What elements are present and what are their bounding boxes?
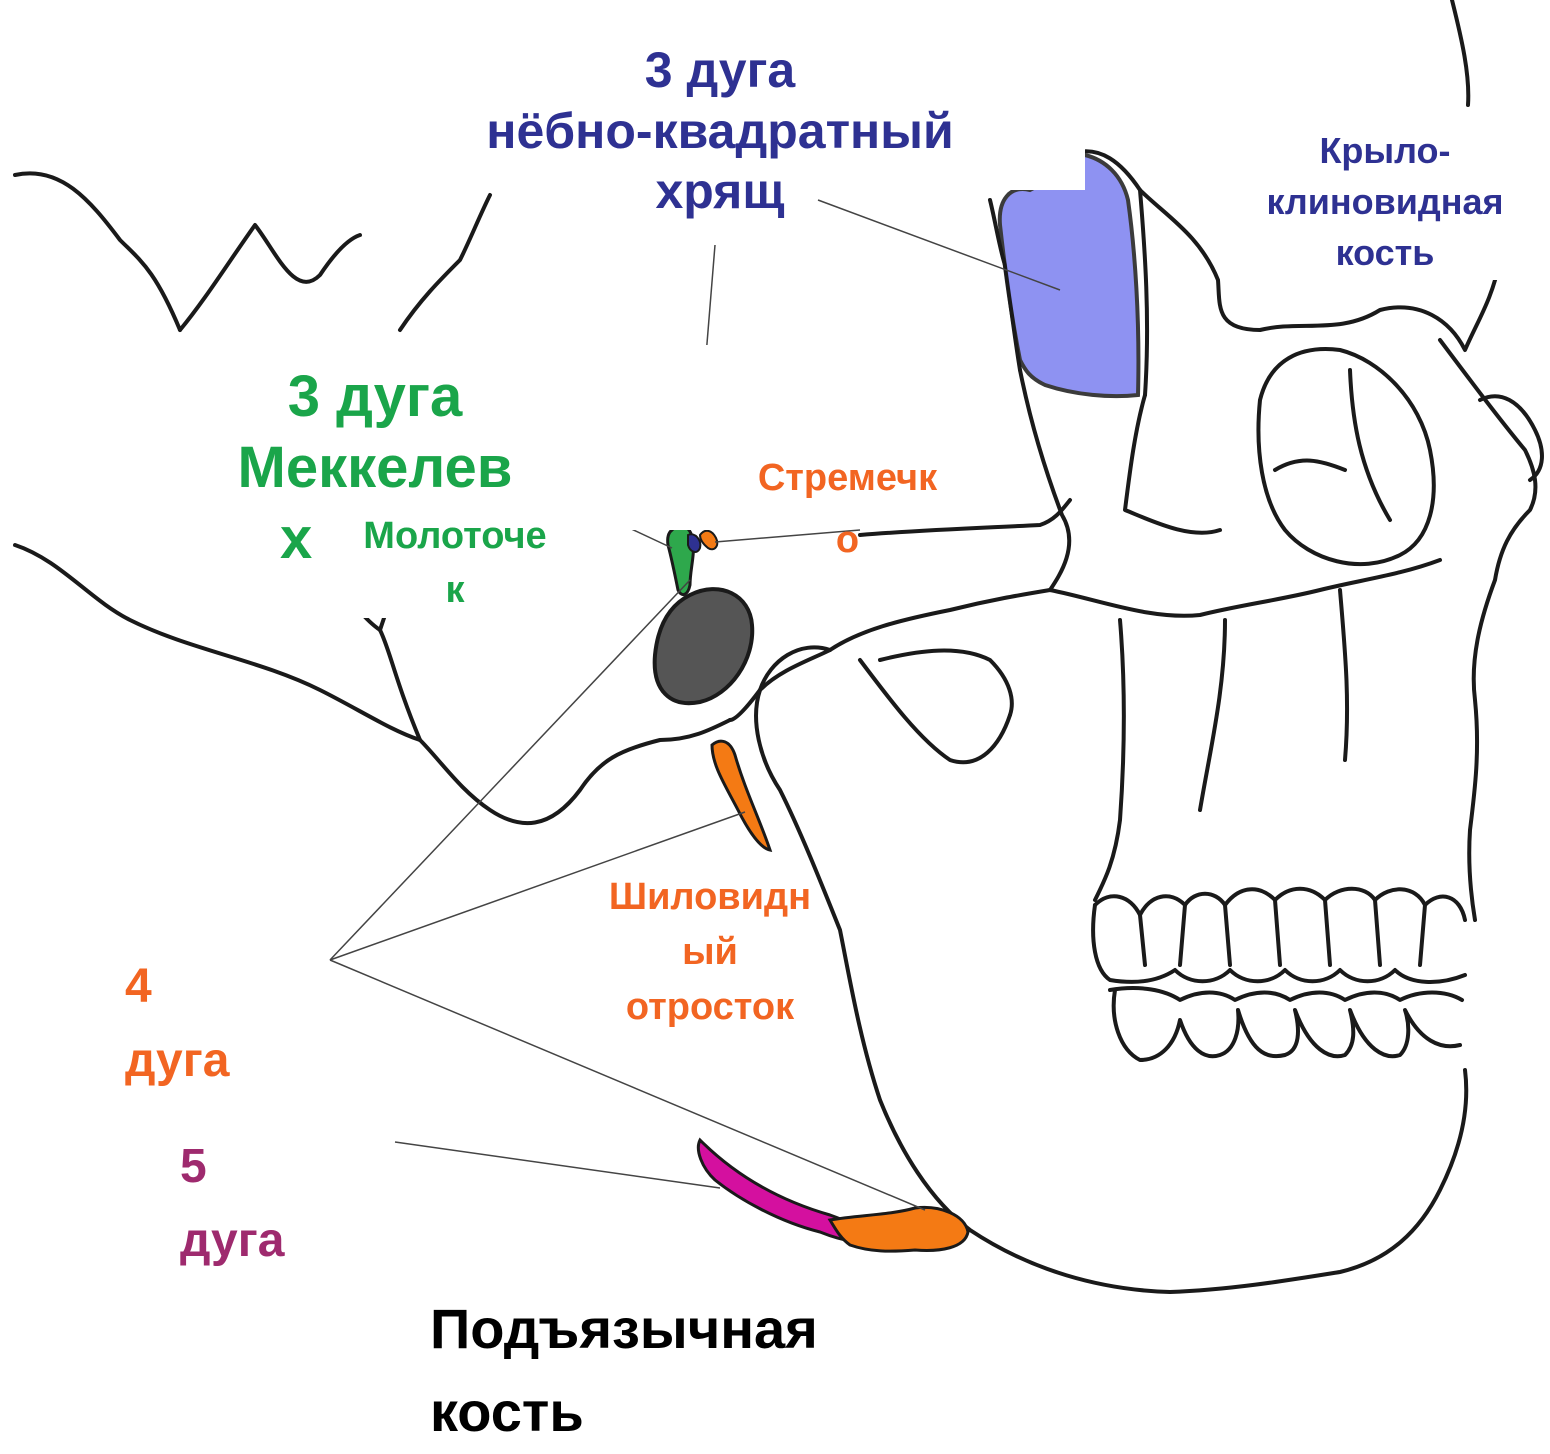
pterygosphenoid-label-line2: клиновидная	[1220, 176, 1550, 227]
hyoid-label-line1: Подъязычная	[430, 1288, 890, 1371]
arch-4-label: 4 дуга	[125, 950, 285, 1099]
malleus-label-line1: Молоточе	[330, 510, 580, 564]
malleus-label: Молоточе к	[330, 510, 580, 618]
palatoquadrate-label-line2: нёбно-квадратный	[410, 101, 1030, 162]
pterygosphenoid-label-line1: Крыло-	[1220, 125, 1550, 176]
stapes-label: Стремечк о	[715, 448, 980, 571]
ear-canal	[655, 589, 753, 703]
arch5-label-line1: 5	[180, 1130, 350, 1204]
styloid-label-line3: отросток	[555, 980, 865, 1035]
styloid-process	[712, 741, 770, 850]
hyoid-bone-orange	[830, 1207, 968, 1251]
stapes-label-line1: Стремечк	[715, 448, 980, 510]
arch4-label-line2: дуга	[125, 1024, 285, 1098]
meckel-label-line1: 3 дуга	[210, 362, 540, 433]
stapes-label-line2: о	[715, 510, 980, 572]
meckel-label-line2: Меккелев	[210, 433, 540, 504]
styloid-label-line2: ый	[555, 925, 865, 980]
malleus-label-line2: к	[330, 564, 580, 618]
arch-5-label: 5 дуга	[180, 1130, 350, 1279]
hyoid-label-line2: кость	[430, 1371, 890, 1454]
arch5-label-line2: дуга	[180, 1204, 350, 1278]
hyoid-bone-label: Подъязычная кость	[430, 1288, 890, 1454]
palatoquadrate-cartilage-label: 3 дуга нёбно-квадратный хрящ	[410, 40, 1030, 222]
pterygosphenoid-bone-label: Крыло- клиновидная кость	[1220, 125, 1550, 278]
pterygosphenoid-label-line3: кость	[1220, 227, 1550, 278]
arch4-label-line1: 4	[125, 950, 285, 1024]
incus-bone	[688, 534, 700, 552]
palatoquadrate-label-line3: хрящ	[410, 161, 1030, 222]
styloid-process-label: Шиловидн ый отросток	[555, 870, 865, 1035]
styloid-label-line1: Шиловидн	[555, 870, 865, 925]
palatoquadrate-label-line1: 3 дуга	[410, 40, 1030, 101]
